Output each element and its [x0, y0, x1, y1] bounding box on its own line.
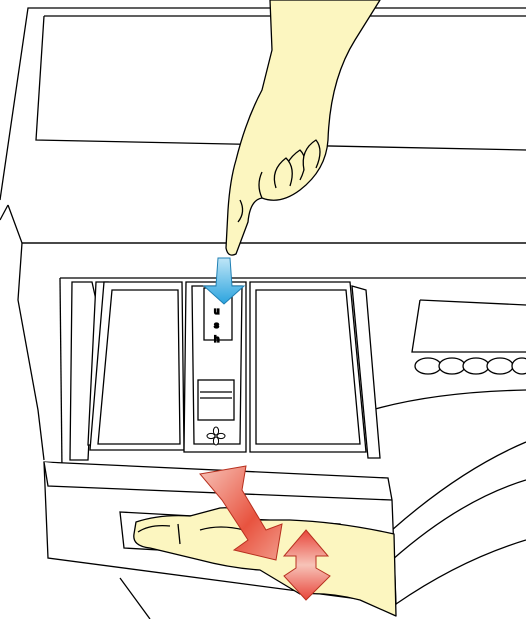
- push-letter-h: h: [214, 334, 220, 344]
- control-button-2: [439, 358, 465, 374]
- control-button-5: [512, 358, 526, 374]
- pointing-hand: [226, 0, 380, 255]
- control-buttons: [415, 358, 526, 374]
- control-button-3: [463, 358, 489, 374]
- push-letter-u: u: [214, 306, 220, 316]
- push-letter-s: s: [214, 320, 219, 330]
- softener-slot: [198, 380, 234, 420]
- control-button-4: [487, 358, 513, 374]
- control-button-1: [415, 358, 441, 374]
